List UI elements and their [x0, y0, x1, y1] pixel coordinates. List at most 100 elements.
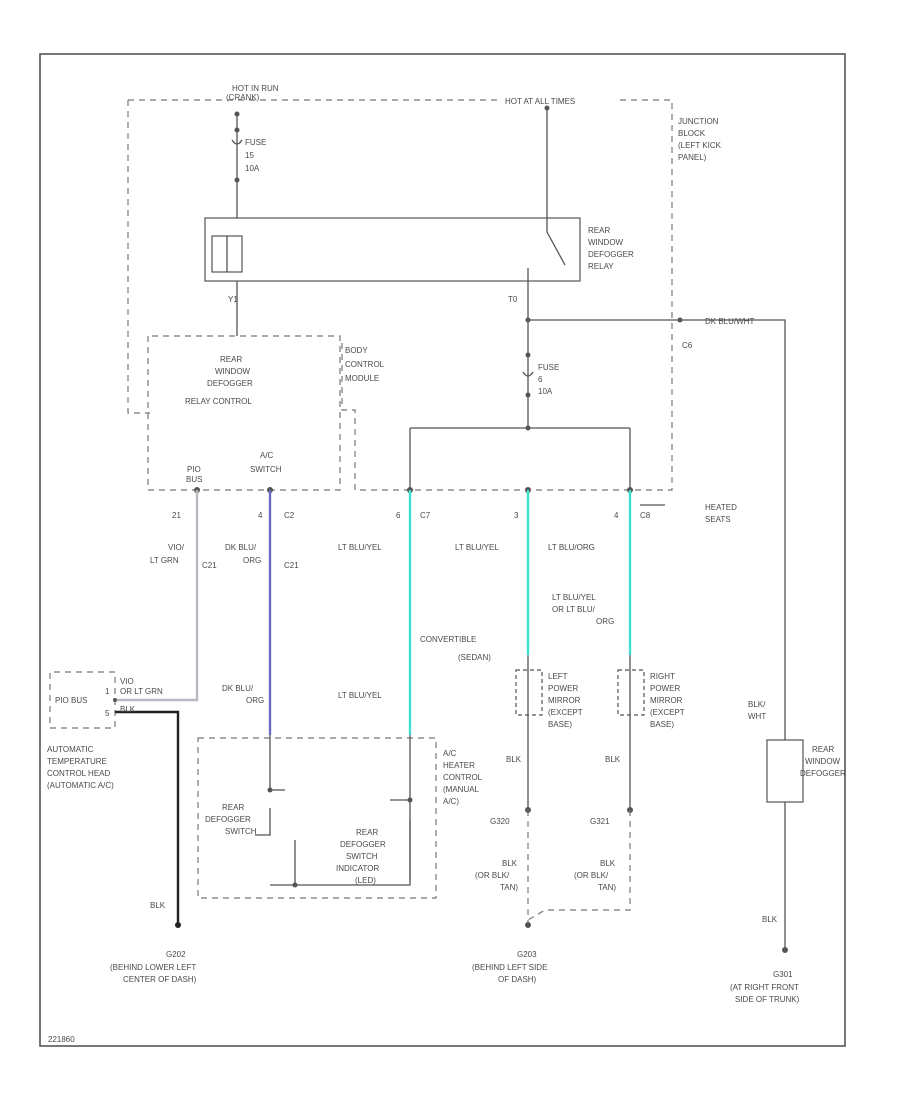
svg-text:BLK: BLK [502, 859, 518, 868]
svg-text:C21: C21 [202, 561, 217, 570]
svg-text:(LEFT KICK: (LEFT KICK [678, 141, 722, 150]
svg-text:DK BLU/: DK BLU/ [225, 543, 257, 552]
svg-text:C7: C7 [420, 511, 431, 520]
label-fuse-6: FUSE [538, 363, 559, 372]
svg-text:TAN): TAN) [598, 883, 616, 892]
svg-text:(AUTOMATIC A/C): (AUTOMATIC A/C) [47, 781, 114, 790]
svg-text:G320: G320 [490, 817, 510, 826]
svg-text:CONTROL HEAD: CONTROL HEAD [47, 769, 110, 778]
svg-text:SEATS: SEATS [705, 515, 731, 524]
label-hot-all-times: HOT AT ALL TIMES [505, 97, 575, 106]
svg-text:POWER: POWER [650, 684, 680, 693]
label-right-mirror: RIGHT [650, 672, 675, 681]
svg-text:PIO: PIO [187, 465, 201, 474]
svg-text:BLOCK: BLOCK [678, 129, 706, 138]
relay-box [204, 217, 581, 282]
svg-text:RELAY: RELAY [588, 262, 614, 271]
svg-text:CONTROL: CONTROL [443, 773, 483, 782]
svg-text:15: 15 [245, 151, 254, 160]
svg-text:LT BLU/ORG: LT BLU/ORG [548, 543, 595, 552]
svg-text:POWER: POWER [548, 684, 578, 693]
svg-text:A/C): A/C) [443, 797, 459, 806]
svg-text:DEFOGGER: DEFOGGER [800, 769, 846, 778]
svg-text:SWITCH: SWITCH [250, 465, 282, 474]
svg-text:6: 6 [538, 375, 543, 384]
svg-text:5: 5 [105, 709, 110, 718]
svg-text:(EXCEPT: (EXCEPT [650, 708, 685, 717]
svg-text:SWITCH: SWITCH [346, 852, 378, 861]
svg-text:T0: T0 [508, 295, 518, 304]
label-fuse-15: FUSE [245, 138, 266, 147]
label-relay-control: REAR [220, 355, 242, 364]
svg-text:6: 6 [396, 511, 401, 520]
svg-text:10A: 10A [245, 164, 260, 173]
svg-text:(BEHIND LOWER LEFT: (BEHIND LOWER LEFT [110, 963, 196, 972]
svg-text:WINDOW: WINDOW [215, 367, 251, 376]
ac-control-box [197, 737, 437, 899]
svg-text:SIDE OF TRUNK): SIDE OF TRUNK) [735, 995, 800, 1004]
label-g203: G203 [517, 950, 537, 959]
svg-text:C2: C2 [284, 511, 295, 520]
label-g202: G202 [166, 950, 186, 959]
diagram-border [39, 53, 846, 1047]
svg-text:DEFOGGER: DEFOGGER [588, 250, 634, 259]
svg-text:C6: C6 [682, 341, 693, 350]
svg-text:(BEHIND LEFT SIDE: (BEHIND LEFT SIDE [472, 963, 547, 972]
svg-text:ORG: ORG [596, 617, 614, 626]
label-left-mirror: LEFT [548, 672, 568, 681]
svg-text:BLK: BLK [150, 901, 166, 910]
junction-block-box [127, 99, 673, 491]
label-hot-run: HOT IN RUN [232, 84, 279, 93]
wire-pio-bus [115, 490, 199, 702]
svg-text:WINDOW: WINDOW [588, 238, 624, 247]
svg-text:4: 4 [614, 511, 619, 520]
label-indicator: REAR [356, 828, 378, 837]
label-relay: REAR [588, 226, 610, 235]
svg-text:3: 3 [514, 511, 519, 520]
svg-text:DK BLU/: DK BLU/ [222, 684, 254, 693]
rear-defogger-grid [766, 739, 804, 803]
svg-text:BASE): BASE) [650, 720, 674, 729]
svg-text:4: 4 [258, 511, 263, 520]
svg-text:TAN): TAN) [500, 883, 518, 892]
wire-atc-ground [115, 710, 180, 925]
label-bcm: BODY [345, 346, 368, 355]
svg-text:A/C: A/C [260, 451, 274, 460]
svg-text:LT BLU/YEL: LT BLU/YEL [338, 691, 382, 700]
svg-text:(AT RIGHT FRONT: (AT RIGHT FRONT [730, 983, 799, 992]
svg-text:DEFOGGER: DEFOGGER [340, 840, 386, 849]
svg-text:LT GRN: LT GRN [150, 556, 179, 565]
left-mirror [515, 669, 543, 716]
svg-text:RELAY CONTROL: RELAY CONTROL [185, 397, 252, 406]
svg-text:BLK/: BLK/ [748, 700, 766, 709]
svg-text:LT BLU/YEL: LT BLU/YEL [552, 593, 596, 602]
svg-text:(LED): (LED) [355, 876, 376, 885]
svg-text:PANEL): PANEL) [678, 153, 707, 162]
svg-text:CONTROL: CONTROL [345, 360, 385, 369]
svg-text:OR LT GRN: OR LT GRN [120, 687, 163, 696]
atc-box [49, 671, 116, 729]
svg-text:BLK: BLK [120, 705, 136, 714]
svg-text:VIO: VIO [120, 677, 134, 686]
svg-text:ORG: ORG [246, 696, 264, 705]
svg-text:DK BLU/WHT: DK BLU/WHT [705, 317, 754, 326]
label-rear-defogger-switch: REAR [222, 803, 244, 812]
label-rear-window-defogger: REAR [812, 745, 834, 754]
svg-text:BLK: BLK [762, 915, 778, 924]
svg-text:BLK: BLK [506, 755, 522, 764]
svg-text:DEFOGGER: DEFOGGER [205, 815, 251, 824]
label-g301: G301 [773, 970, 793, 979]
svg-text:BLK: BLK [605, 755, 621, 764]
svg-text:INDICATOR: INDICATOR [336, 864, 379, 873]
svg-text:LT BLU/YEL: LT BLU/YEL [455, 543, 499, 552]
diagram-labels: HOT IN RUN (CRANK) HOT AT ALL TIMES FUSE… [47, 84, 846, 1044]
label-junction-block: JUNCTION [678, 117, 719, 126]
svg-text:CENTER OF DASH): CENTER OF DASH) [123, 975, 197, 984]
svg-text:WHT: WHT [748, 712, 766, 721]
label-heated-seats: HEATED [705, 503, 737, 512]
svg-text:WINDOW: WINDOW [805, 757, 841, 766]
svg-text:TEMPERATURE: TEMPERATURE [47, 757, 107, 766]
svg-text:(MANUAL: (MANUAL [443, 785, 480, 794]
svg-text:1: 1 [105, 687, 110, 696]
